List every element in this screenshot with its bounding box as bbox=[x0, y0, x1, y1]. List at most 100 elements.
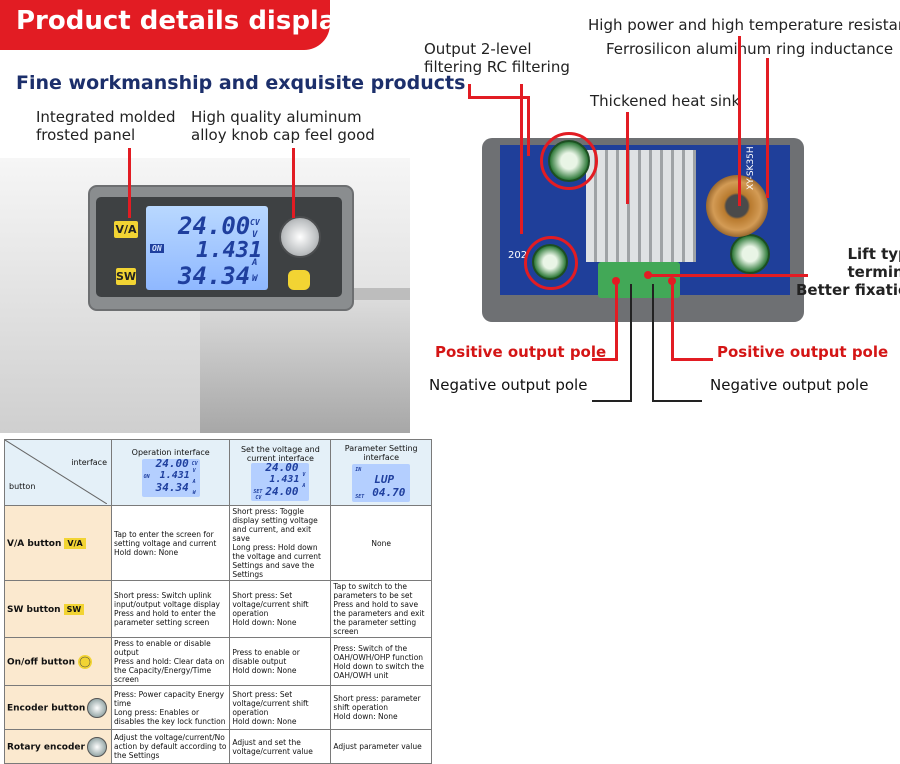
callout-line-inductance bbox=[766, 58, 769, 198]
table-row: On/off button Press to enable or disable… bbox=[4, 637, 432, 686]
row-encoder-cell-3: Short press: parameter shift operation H… bbox=[330, 685, 432, 730]
label-positive-right: Positive output pole bbox=[717, 343, 889, 361]
row-encoder-text: Encoder button bbox=[7, 703, 86, 713]
callout-dot-pos-right bbox=[668, 277, 676, 285]
lcd-unit-v: V bbox=[252, 230, 258, 240]
row-va-cell-1: Tap to enter the screen for setting volt… bbox=[110, 505, 231, 581]
col0-line3: 34.34 bbox=[155, 481, 189, 494]
row-va-text: V/A button bbox=[7, 538, 62, 549]
col1-tag2: CV bbox=[255, 494, 262, 501]
line-neg-left-v bbox=[630, 284, 632, 402]
lcd-unit-a: A bbox=[252, 258, 258, 268]
row-onoff-label: On/off button bbox=[4, 637, 112, 686]
col-operation: Operation interface 24.00 1.431 34.34 CV… bbox=[110, 439, 231, 506]
callout-line-rc-a bbox=[468, 84, 471, 96]
line-neg-left-h bbox=[592, 400, 632, 402]
lcd-power: 34.34 bbox=[178, 262, 251, 290]
lcd-on-tag: ON bbox=[150, 244, 164, 253]
va-button-icon: V/A bbox=[64, 537, 86, 549]
line-pos-left-v bbox=[615, 284, 618, 360]
col2-line3: 04.70 bbox=[372, 485, 406, 499]
callout-line-terminal bbox=[648, 274, 808, 277]
label-rc-line2: filtering RC filtering bbox=[424, 58, 570, 76]
callout-line-rc-c bbox=[527, 96, 530, 156]
col0-unit1: V bbox=[192, 468, 196, 474]
row-rotary-cell-2: Adjust and set the voltage/current value bbox=[229, 729, 332, 764]
callout-line-high-power bbox=[738, 36, 741, 206]
label-panel-line2: frosted panel bbox=[36, 126, 136, 144]
label-rc-line1: Output 2-level bbox=[424, 40, 532, 58]
callout-line-heatsink bbox=[626, 112, 629, 204]
label-rc: Output 2-level filtering RC filtering bbox=[424, 40, 570, 76]
terminal-block bbox=[598, 262, 680, 298]
col1-tag1: SET bbox=[253, 488, 263, 495]
lcd-voltage: 24.00 bbox=[178, 212, 251, 240]
label-terminal-line3: Better fixation bbox=[796, 281, 900, 299]
row-sw-cell-2: Short press: Set voltage/current shift o… bbox=[229, 580, 332, 638]
label-knob-line2: alloy knob cap feel good bbox=[191, 126, 375, 144]
table-row: Rotary encoder Adjust the voltage/curren… bbox=[4, 729, 432, 764]
power-icon bbox=[78, 654, 92, 669]
col0-tag2: ON bbox=[143, 474, 150, 480]
col-set: Set the voltage and current interface 24… bbox=[229, 439, 332, 506]
col0-line2: 1.431 bbox=[159, 470, 190, 481]
knob-graphic bbox=[279, 216, 321, 258]
row-onoff-cell-3: Press: Switch of the OAH/OWH/OHP functio… bbox=[330, 637, 432, 686]
row-sw-cell-3: Tap to switch to the parameters to be se… bbox=[330, 580, 432, 638]
lcd-current: 1.431 bbox=[196, 238, 263, 263]
pcb-marking: 202 bbox=[508, 250, 528, 261]
col-param-lcd: LUP 04.70 IN SET bbox=[352, 463, 411, 502]
row-encoder-cell-1: Press: Power capacity Energy time Long p… bbox=[110, 685, 231, 730]
row-onoff-text: On/off button bbox=[7, 657, 75, 667]
label-panel: Integrated molded frosted panel bbox=[36, 108, 176, 144]
callout-line-rc-b bbox=[468, 96, 530, 99]
col1-unit1: V bbox=[302, 471, 306, 478]
lcd-unit-w: W bbox=[252, 274, 258, 284]
callout-line-panel bbox=[128, 148, 131, 218]
highlight-capacitor-bottom bbox=[524, 236, 578, 290]
row-encoder-cell-2: Short press: Set voltage/current shift o… bbox=[229, 685, 332, 730]
line-neg-right-h bbox=[652, 400, 702, 402]
label-negative-right: Negative output pole bbox=[710, 376, 869, 394]
corner-button: button bbox=[9, 482, 36, 491]
corner-diagonal bbox=[5, 440, 107, 504]
row-va-cell-2: Short press: Toggle display setting volt… bbox=[229, 505, 332, 581]
lcd-display bbox=[146, 206, 268, 290]
encoder-knob-icon bbox=[87, 697, 108, 718]
row-onoff-cell-2: Press to enable or disable output Hold d… bbox=[229, 637, 332, 686]
row-va-cell-3: None bbox=[330, 505, 432, 581]
rotary-knob-icon bbox=[86, 736, 107, 757]
col-set-title: Set the voltage and current interface bbox=[240, 444, 320, 463]
line-pos-right-h bbox=[671, 358, 713, 361]
col1-line2: 1.431 bbox=[269, 473, 300, 485]
col-param-title: Parameter Setting interface bbox=[344, 443, 418, 462]
sw-button-graphic: SW bbox=[116, 268, 137, 285]
label-knob-line1: High quality aluminum bbox=[191, 108, 362, 126]
callout-line-knob bbox=[292, 148, 295, 218]
col2-line2: LUP bbox=[374, 472, 395, 486]
row-encoder-label: Encoder button bbox=[4, 685, 112, 730]
label-high-power: High power and high temperature resistan… bbox=[588, 16, 900, 34]
col1-line1: 24.00 bbox=[265, 460, 299, 474]
label-heatsink: Thickened heat sink bbox=[590, 92, 741, 110]
function-table: interface button Operation interface 24.… bbox=[4, 439, 432, 764]
callout-dot-terminal bbox=[644, 271, 652, 279]
col-operation-title: Operation interface bbox=[131, 448, 210, 457]
col2-tag1: IN bbox=[355, 466, 362, 473]
col1-line3: 24.00 bbox=[265, 484, 299, 498]
table-header-row: interface button Operation interface 24.… bbox=[4, 439, 432, 506]
va-button-graphic: V/A bbox=[114, 221, 138, 238]
col-operation-lcd: 24.00 1.431 34.34 CV ON V A W bbox=[141, 457, 200, 497]
heatsink bbox=[586, 150, 696, 262]
col0-line1: 24.00 bbox=[155, 457, 189, 470]
page-title: Product details display bbox=[16, 6, 353, 36]
label-panel-line1: Integrated molded bbox=[36, 108, 176, 126]
lcd-cv-tag: CV bbox=[250, 218, 260, 227]
col1-unit2: A bbox=[302, 482, 306, 489]
header-banner bbox=[0, 0, 330, 50]
sw-button-icon: SW bbox=[63, 603, 85, 615]
